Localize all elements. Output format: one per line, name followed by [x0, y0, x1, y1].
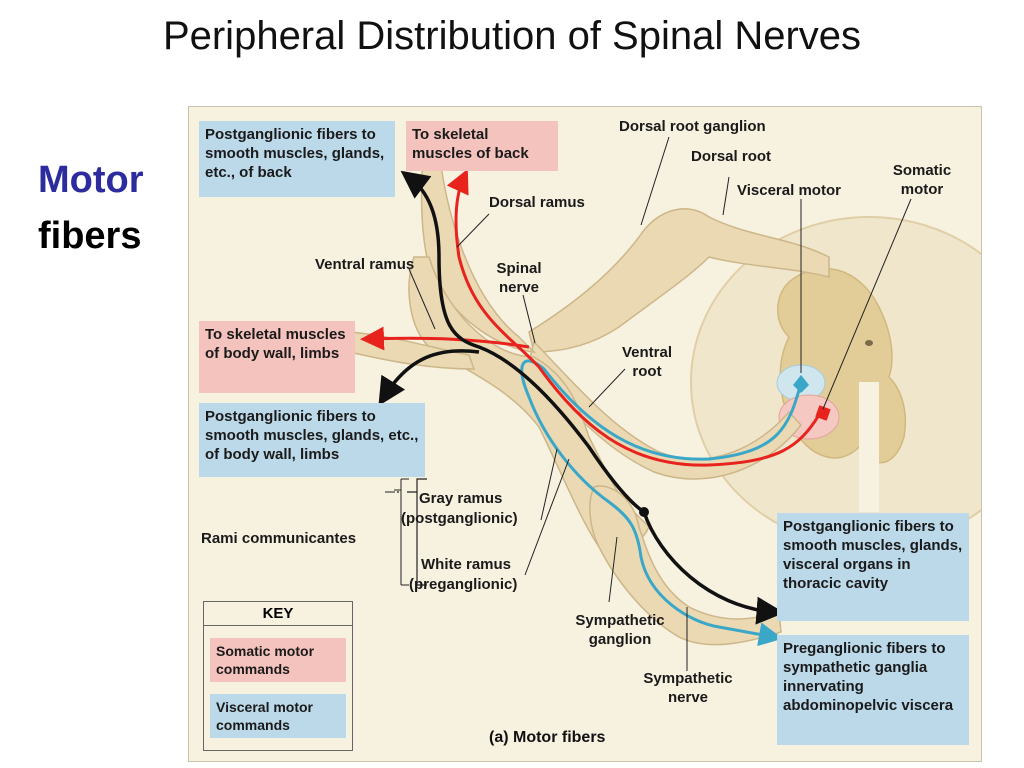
somatic-motor-path-body: [360, 326, 530, 351]
box-postganglionic-thoracic: Postganglionic fibers to smooth muscles,…: [777, 513, 969, 621]
side-heading: Motor fibers: [38, 152, 144, 264]
key-legend: KEY Somatic motor commands Visceral moto…: [203, 601, 353, 751]
nerve-diagram-art: [348, 136, 981, 671]
box-postganglionic-back: Postganglionic fibers to smooth muscles,…: [199, 121, 395, 197]
postganglionic-path-thoracic: [642, 511, 785, 625]
leader-lines: [385, 136, 912, 671]
rami-bracket: [397, 478, 427, 586]
somatic-motor-path-back: [446, 168, 821, 467]
label-dorsal-ramus: Dorsal ramus: [489, 194, 585, 211]
label-rami-communicantes: Rami communicantes: [201, 530, 357, 547]
label-gray-ramus-sub: (postganglionic): [401, 510, 518, 527]
visceral-motor-path: [520, 359, 803, 647]
box-preganglionic-abdominal: Preganglionic fibers to sympathetic gang…: [777, 635, 969, 745]
key-somatic: Somatic motor commands: [210, 638, 346, 682]
side-heading-line1: Motor: [38, 159, 144, 201]
label-white-ramus-sub: (preganglionic): [409, 576, 518, 593]
key-visceral: Visceral motor commands: [210, 694, 346, 738]
label-sympathetic-ganglion: Sympathetic ganglion: [575, 612, 665, 648]
label-sympathetic-nerve: Sympathetic nerve: [643, 670, 733, 706]
page-title: Peripheral Distribution of Spinal Nerves: [162, 14, 862, 58]
label-gray-ramus: Gray ramus: [419, 490, 503, 507]
somatic-neuron-marker: [815, 405, 831, 421]
spinal-cord: [690, 216, 981, 548]
label-dorsal-root-ganglion: Dorsal root ganglion: [619, 118, 766, 135]
box-postganglionic-body: Postganglionic fibers to smooth muscles,…: [199, 403, 425, 477]
box-skeletal-body: To skeletal muscles of body wall, limbs: [199, 321, 355, 393]
figure-caption: (a) Motor fibers: [489, 729, 606, 746]
postganglionic-path-back: [400, 170, 645, 514]
anterior-fissure: [859, 382, 879, 512]
label-white-ramus: White ramus: [421, 556, 512, 573]
key-title: KEY: [204, 605, 352, 626]
label-ventral-root: Ventral root: [621, 344, 673, 380]
label-ventral-ramus: Ventral ramus: [315, 256, 415, 273]
label-visceral-motor: Visceral motor: [737, 182, 841, 199]
label-dorsal-root: Dorsal root: [691, 148, 772, 165]
box-skeletal-back: To skeletal muscles of back: [406, 121, 558, 171]
central-canal: [865, 340, 873, 346]
visceral-neuron-marker: [793, 375, 809, 393]
label-spinal-nerve: Spinal nerve: [496, 260, 542, 296]
label-somatic-motor: Somatic motor: [892, 162, 952, 198]
diagram-panel: Postganglionic fibers to smooth muscles,…: [188, 106, 982, 762]
side-heading-line2: fibers: [38, 215, 142, 257]
ganglion-synapse: [639, 507, 649, 517]
postganglionic-path-body: [378, 349, 480, 406]
